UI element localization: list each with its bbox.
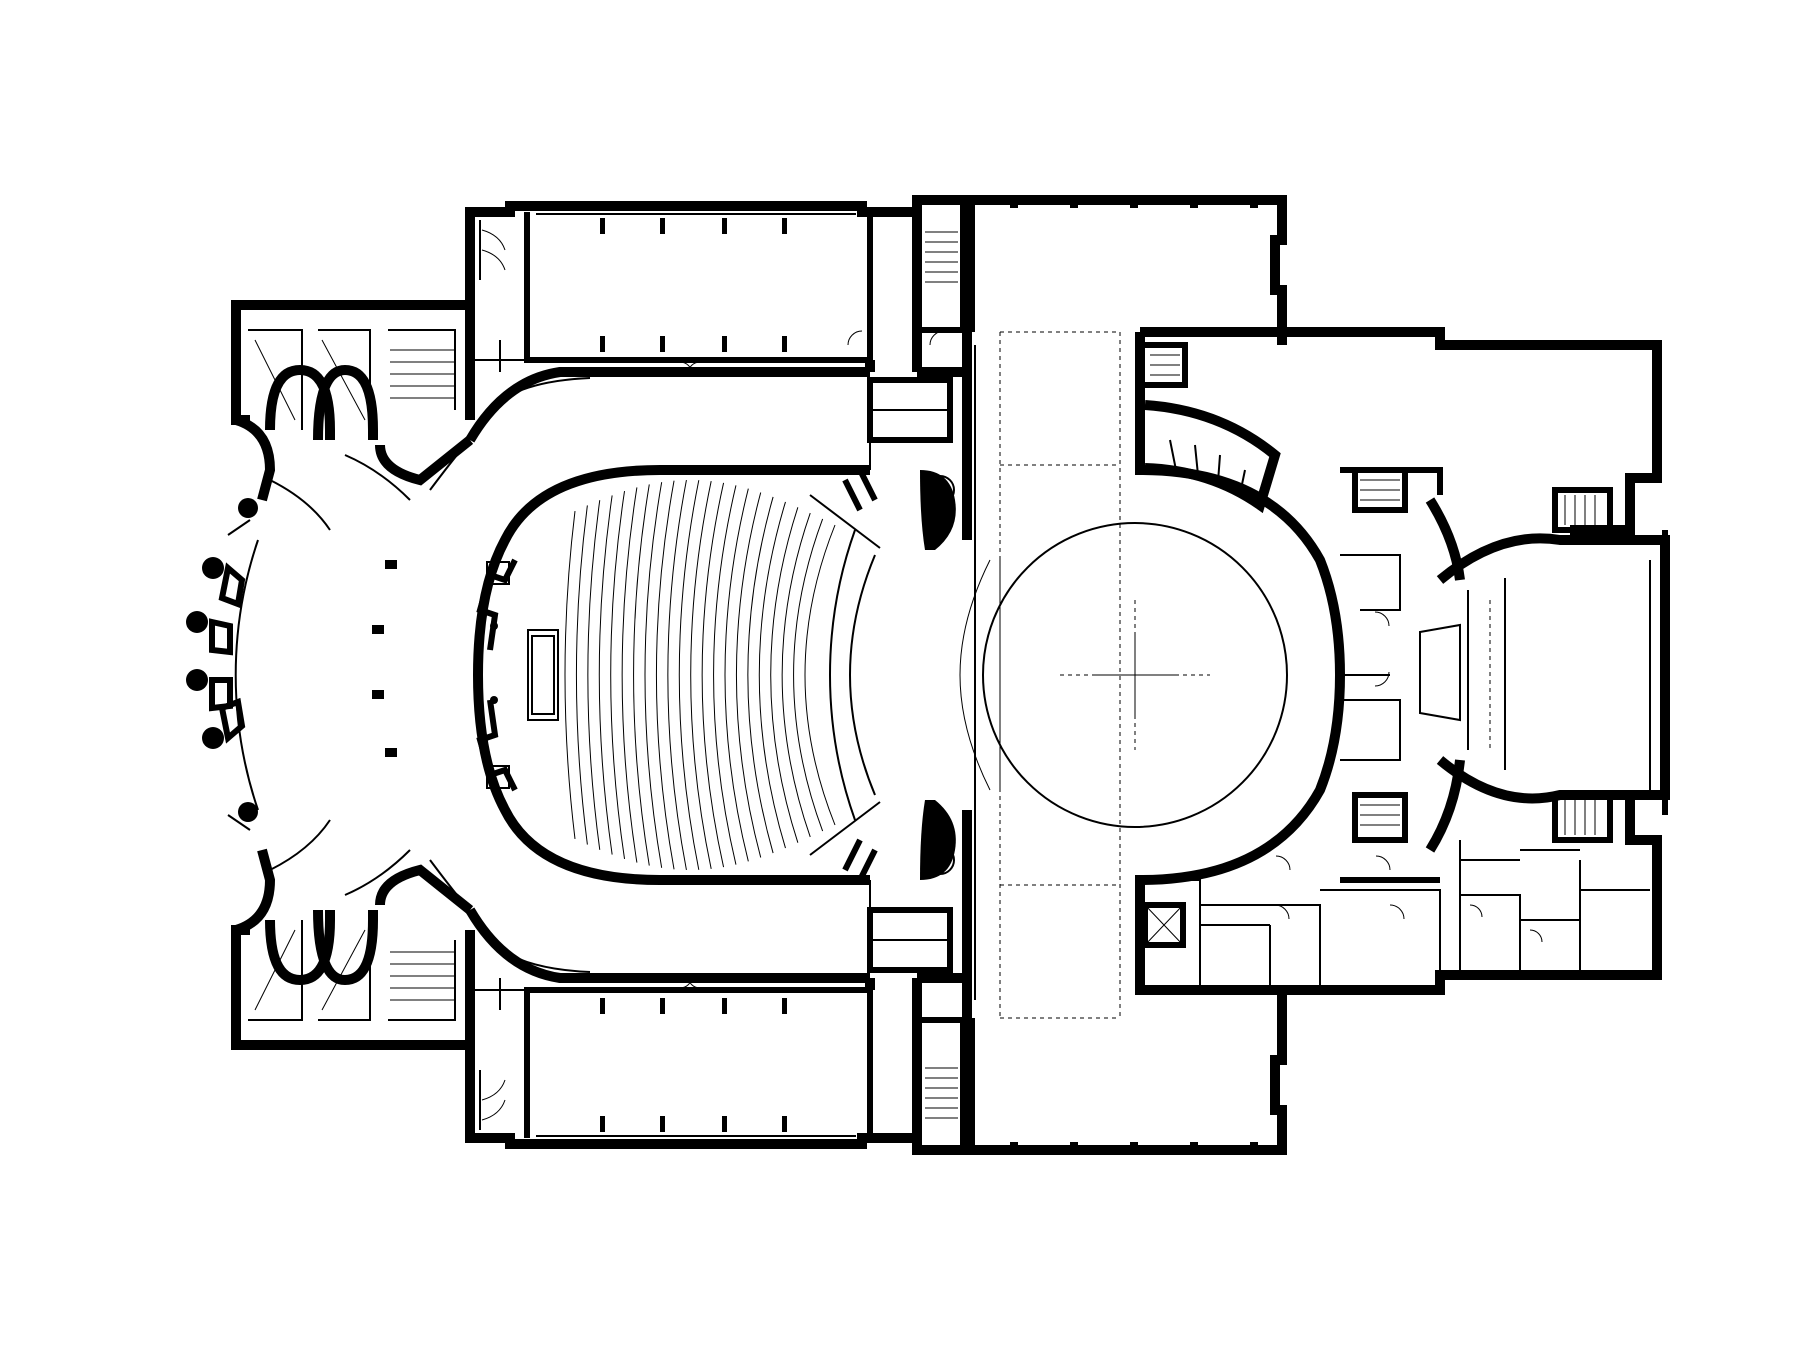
seat-row	[724, 488, 749, 862]
seat-row	[667, 479, 687, 871]
seat-row	[564, 511, 576, 839]
stair-tower-south-left	[231, 819, 475, 1050]
seat-row	[644, 482, 663, 868]
seat-row	[678, 480, 700, 870]
entrance-rotunda	[186, 498, 397, 831]
seat-row	[701, 482, 725, 868]
south-wing	[465, 907, 966, 1153]
seat-row	[713, 485, 737, 865]
seat-row	[610, 491, 626, 859]
seat-row	[655, 480, 675, 870]
north-wing	[465, 197, 966, 443]
seat-row	[621, 487, 638, 863]
rear-stage	[1135, 327, 1670, 990]
seat-row	[690, 481, 712, 869]
seat-row	[575, 505, 588, 845]
backstage-rooms	[1135, 795, 1662, 1018]
stair-tower-north-left	[231, 300, 475, 531]
seat-row	[587, 500, 601, 850]
connector-walls	[865, 360, 962, 990]
foyer-ring	[429, 361, 870, 989]
stage	[912, 195, 1288, 1155]
seat-row	[747, 496, 774, 854]
seat-row	[758, 501, 786, 849]
seat-row	[804, 524, 836, 826]
auditorium	[472, 465, 956, 885]
seat-row	[770, 507, 799, 843]
seat-row	[598, 495, 613, 855]
seat-row	[781, 512, 811, 838]
seat-row	[633, 484, 650, 866]
seat-row	[793, 518, 824, 832]
seat-rows	[564, 479, 836, 871]
seat-row	[735, 492, 762, 858]
